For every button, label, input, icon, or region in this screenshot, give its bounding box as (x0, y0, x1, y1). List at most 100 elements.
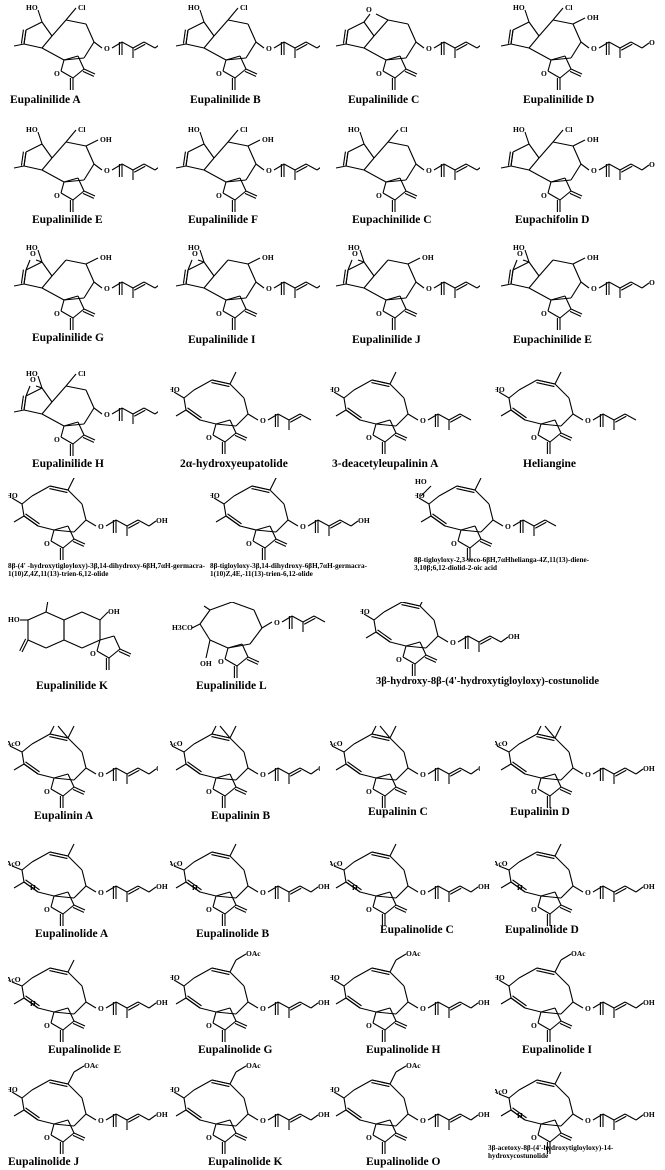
bond (307, 519, 319, 527)
atom-label: OH (649, 278, 655, 287)
bond (572, 23, 582, 43)
bond (23, 409, 43, 415)
bond (175, 763, 187, 771)
bond (93, 163, 103, 171)
bond (395, 885, 409, 899)
atom-label: O (44, 1133, 50, 1142)
bond (229, 1071, 237, 1085)
bond (564, 177, 572, 192)
bond (560, 1113, 574, 1127)
bond (375, 1007, 391, 1013)
bond (227, 7, 239, 21)
bond (49, 733, 69, 739)
atom-label: O (260, 770, 266, 779)
atom-label: O (366, 5, 372, 14)
structure-bonds: ClHOOHOOOH (175, 125, 320, 212)
bond (359, 773, 377, 779)
bond (613, 1113, 626, 1121)
double-bond (182, 29, 186, 44)
bond (313, 615, 326, 623)
bond (500, 881, 512, 889)
bond (67, 1007, 75, 1022)
bond (235, 413, 249, 427)
bond (372, 434, 386, 443)
bond (154, 45, 158, 49)
atom-label: O (376, 191, 382, 200)
bond (175, 881, 187, 889)
bond (224, 658, 238, 667)
bond (67, 525, 75, 540)
bond (223, 495, 235, 505)
double-bond (347, 879, 362, 891)
bond (227, 129, 239, 143)
bond (510, 881, 526, 893)
bond (419, 605, 435, 621)
bond (77, 421, 85, 436)
bond (35, 259, 43, 263)
bond (175, 43, 187, 47)
bond (382, 310, 396, 319)
bond (437, 413, 450, 421)
bond (267, 1113, 279, 1121)
bond (267, 767, 279, 775)
bond (72, 190, 85, 201)
atom-label: Cl (78, 369, 86, 378)
bond (480, 519, 494, 533)
atom-label: OH (508, 632, 520, 641)
atom-label: O (591, 166, 597, 175)
atom-label: O (531, 433, 537, 442)
bond (407, 263, 417, 283)
bond (132, 281, 145, 289)
bond (85, 263, 95, 283)
bond (405, 163, 417, 181)
bond (73, 885, 87, 899)
bond (277, 767, 290, 775)
atom-label: O (266, 44, 272, 53)
bond (470, 886, 479, 893)
bond (175, 409, 187, 417)
atom-label: H (517, 1111, 523, 1120)
bond (63, 177, 79, 183)
atom-label: OH (643, 882, 655, 891)
double-bond (127, 769, 140, 777)
bond (247, 1113, 259, 1121)
bond (540, 1007, 556, 1013)
bond (407, 257, 421, 265)
bond (50, 540, 64, 549)
bond (613, 885, 626, 893)
atom-label: OH (100, 135, 112, 144)
bond (77, 55, 85, 70)
bond (148, 886, 157, 893)
bond (373, 141, 389, 159)
double-bond (295, 165, 308, 173)
bond (51, 385, 67, 403)
bond (310, 1002, 319, 1009)
bond (31, 851, 51, 863)
bond (211, 851, 231, 857)
bond (11, 497, 23, 505)
bond (419, 602, 423, 607)
bond (185, 269, 189, 285)
atom-label: Cl (240, 4, 248, 12)
atom-label: OAc (246, 949, 261, 958)
atom-label: O (396, 655, 402, 664)
bond (624, 885, 637, 893)
bond (403, 869, 409, 887)
bond (224, 786, 237, 797)
bond (143, 41, 156, 49)
bond (540, 419, 556, 425)
bond (203, 261, 215, 277)
compound-name-label: Eupalinilide H (32, 458, 104, 470)
bond (552, 7, 564, 21)
double-bond (244, 192, 257, 199)
bond (353, 379, 373, 391)
bond (225, 177, 241, 183)
bond (185, 881, 201, 893)
bond (630, 41, 643, 49)
bond (13, 997, 25, 1005)
bond (373, 259, 389, 277)
atom-label: O (44, 787, 50, 796)
bond (227, 19, 249, 25)
compound-name-label: Eupalinilide F (188, 214, 258, 226)
